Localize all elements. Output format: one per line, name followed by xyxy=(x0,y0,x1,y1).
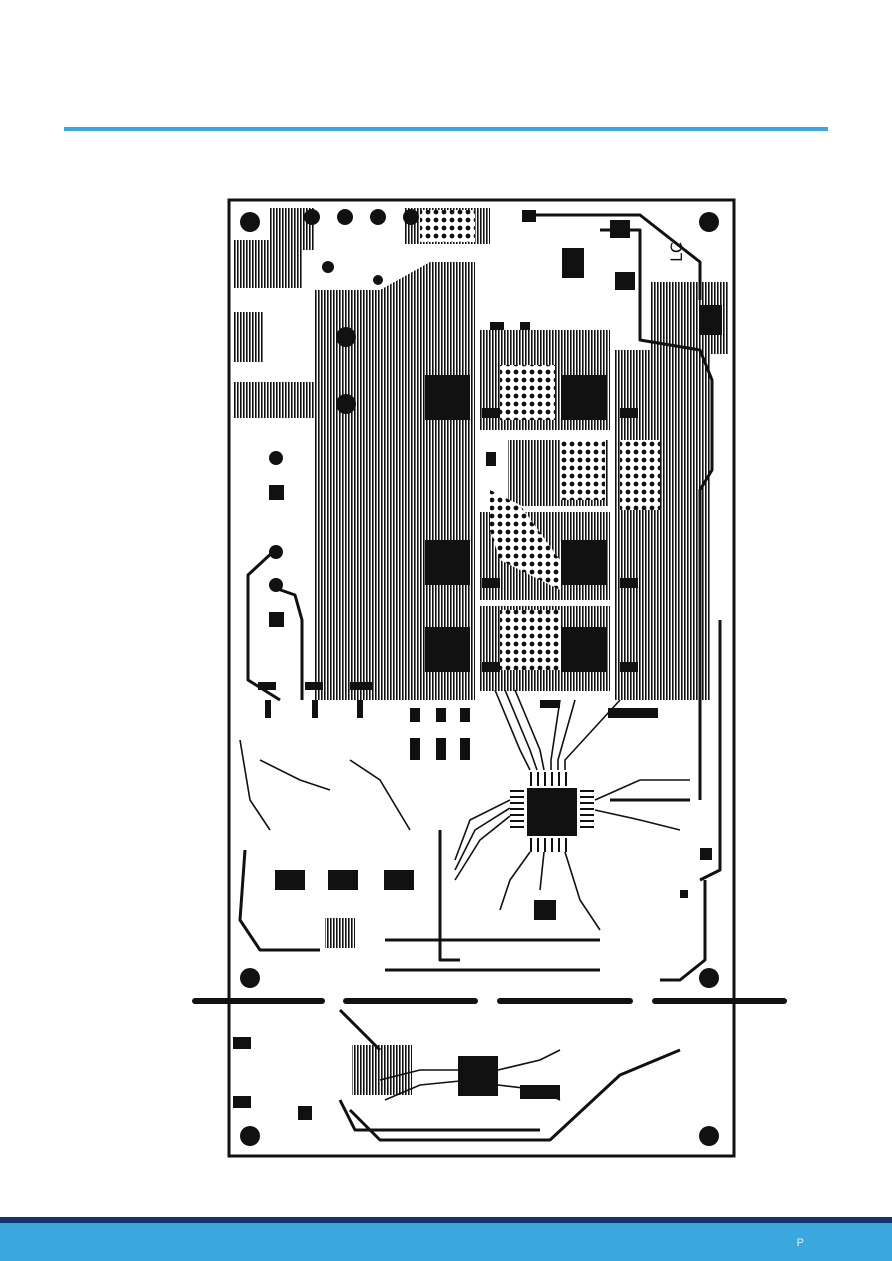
ic-packages xyxy=(458,772,594,1096)
mounting-holes xyxy=(240,209,719,1146)
mosfet-pads xyxy=(425,248,722,672)
page-label: P xyxy=(796,1237,804,1249)
square-pads xyxy=(233,452,496,1108)
via-arrays xyxy=(420,210,660,670)
silkscreen-label: LC xyxy=(667,242,686,262)
smd-pads xyxy=(258,210,712,1120)
traces xyxy=(238,213,722,1142)
footer-band: P xyxy=(0,1217,892,1261)
header-rule xyxy=(64,127,828,131)
